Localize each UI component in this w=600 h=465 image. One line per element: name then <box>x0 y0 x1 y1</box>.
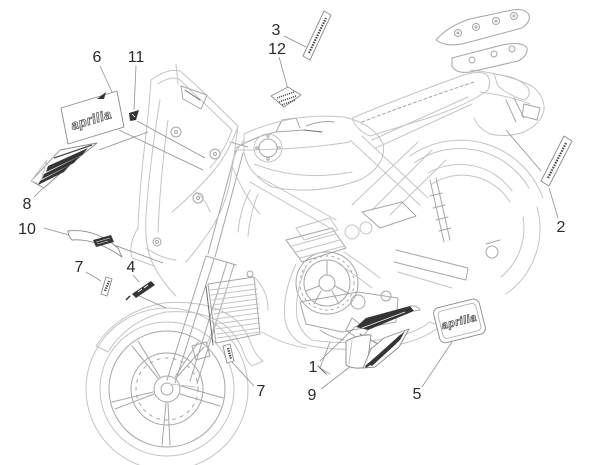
handlebar <box>235 117 335 149</box>
callout-7-left-fairing: 7 <box>75 259 84 276</box>
radiator <box>205 270 269 346</box>
decal-7-strip-fork <box>222 343 235 364</box>
windscreen-fairing <box>130 69 239 297</box>
decal-5-aprilia-badge: aprilia <box>433 298 486 344</box>
callout-11: 11 <box>128 49 145 66</box>
callout-1: 1 <box>309 359 318 376</box>
callout-10: 10 <box>18 221 36 238</box>
callout-4: 4 <box>127 259 136 276</box>
front-fork <box>166 141 249 388</box>
decal-12-spec-label <box>270 86 302 108</box>
callout-8: 8 <box>23 196 32 213</box>
callout-12: 12 <box>268 41 286 58</box>
callout-5: 5 <box>413 386 422 403</box>
decal-7-strip-left <box>100 276 113 297</box>
decal-4-dark-stripe <box>125 281 155 301</box>
rear-rack <box>435 9 530 123</box>
decal-8-stripe-wing <box>30 142 98 189</box>
decal-6-aprilia-sticker: aprilia <box>60 90 125 145</box>
mirror <box>175 63 208 110</box>
decal-10-panel-text <box>67 230 123 258</box>
fuel-tank <box>231 115 385 191</box>
rear-wheel <box>409 139 544 295</box>
decal-11-small-mark <box>129 110 139 121</box>
seat <box>351 72 491 137</box>
leader-lines <box>33 35 559 390</box>
motorcycle-line-art <box>85 9 545 465</box>
callout-7-front-fork: 7 <box>257 383 266 400</box>
decal-3-text-strip <box>302 10 332 61</box>
decal-2-text-strip <box>540 135 573 187</box>
callout-labels: 1 2 3 4 5 6 7 7 8 9 10 11 12 <box>18 22 565 404</box>
decal-1-dark-blade <box>356 305 421 330</box>
engine <box>285 201 417 345</box>
callout-2: 2 <box>557 219 566 236</box>
callout-3: 3 <box>272 22 281 39</box>
callout-9: 9 <box>308 387 317 404</box>
front-wheel <box>85 307 249 465</box>
decal-9-stripe-wing <box>345 328 410 369</box>
callout-6: 6 <box>93 49 102 66</box>
